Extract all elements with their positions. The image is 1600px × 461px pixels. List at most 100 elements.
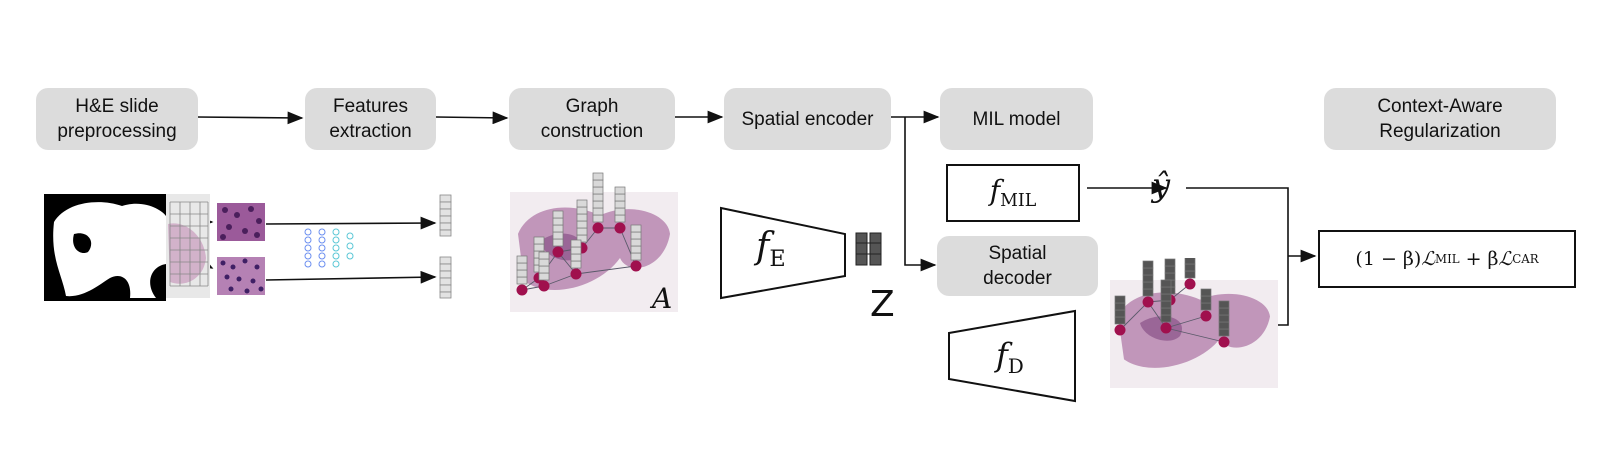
graph-stage-box: Graph construction	[509, 88, 675, 150]
car-stage-label: Context-Aware Regularization	[1377, 96, 1503, 142]
graph-feature-cell	[630, 224, 642, 233]
graph-graph-node	[570, 268, 582, 280]
decoder-stage-box: Spatial decoder	[937, 236, 1098, 296]
graph-feature-cell	[538, 251, 550, 260]
f-d-label: fD	[996, 336, 1024, 378]
graph-feature-cell	[552, 231, 564, 240]
graph-feature-cell	[552, 210, 564, 219]
graph-graph-node	[538, 280, 550, 292]
adjacency-label: A	[652, 282, 673, 315]
graph-feature-cell	[570, 253, 582, 262]
preprocessing-stage-label: H&E slide preprocessing	[57, 96, 177, 142]
recon-feature-cell	[1142, 288, 1154, 297]
graph-graph-node	[552, 246, 564, 258]
graph-feature-cell	[516, 255, 528, 264]
recon-feature-cell	[1218, 328, 1230, 337]
recon-feature-cell	[1184, 270, 1196, 279]
recon-graph-node	[1114, 324, 1126, 336]
graph-feature-cell	[630, 245, 642, 254]
graph-slide-drawing	[510, 172, 678, 312]
recon-feature-cell	[1184, 263, 1196, 272]
graph-feature-cell	[592, 207, 604, 216]
recon-feature-cell	[1160, 286, 1172, 295]
graph-feature-cell	[614, 200, 626, 209]
graph-feature-cell	[538, 258, 550, 267]
recon-feature-cell	[1164, 265, 1176, 274]
encoder-stage-box: Spatial encoder	[724, 88, 891, 150]
recon-feature-cell	[1218, 314, 1230, 323]
recon-feature-cell	[1114, 302, 1126, 311]
decoder-trapezoid	[948, 309, 1076, 403]
recon-feature-cell	[1218, 307, 1230, 316]
latent-blocks	[855, 232, 882, 266]
graph-feature-cell	[552, 217, 564, 226]
features-stage-box: Features extraction	[305, 88, 436, 150]
recon-feature-cell	[1200, 288, 1212, 297]
reconstruction-slide-drawing	[1110, 242, 1278, 388]
graph-feature-cell	[552, 238, 564, 247]
f-e-subscript: E	[769, 245, 786, 272]
graph-feature-cell	[592, 186, 604, 195]
recon-feature-cell	[1142, 267, 1154, 276]
graph-feature-cell	[576, 199, 588, 208]
loss-car-subscript: CAR	[1512, 252, 1539, 266]
recon-feature-cell	[1160, 293, 1172, 302]
recon-feature-cell	[1142, 260, 1154, 269]
graph-graph-node	[516, 284, 528, 296]
recon-feature-cell	[1142, 274, 1154, 283]
tissue-patch-bottom	[217, 257, 265, 295]
decoder-stage-label: Spatial decoder	[983, 243, 1052, 289]
graph-feature-cell	[630, 252, 642, 261]
recon-feature-cell	[1114, 316, 1126, 325]
graph-feature-cell	[592, 193, 604, 202]
graph-feature-cell	[576, 213, 588, 222]
recon-graph-node	[1184, 278, 1196, 290]
reconstruction-slide-image	[1110, 242, 1278, 388]
graph-feature-cell	[538, 272, 550, 281]
recon-feature-cell	[1142, 281, 1154, 290]
graph-feature-cell	[630, 238, 642, 247]
graph-feature-cell	[516, 269, 528, 278]
graph-feature-cell	[538, 265, 550, 274]
f-mil-subscript: MIL	[1000, 191, 1037, 212]
feature-extractor-network-icon	[304, 228, 354, 268]
graph-feature-cell	[516, 262, 528, 271]
prediction-y-hat: ŷ	[1152, 166, 1171, 204]
graph-feature-cell	[576, 220, 588, 229]
graph-feature-cell	[570, 246, 582, 255]
graph-graph-node	[630, 260, 642, 272]
recon-feature-cell	[1160, 314, 1172, 323]
mil-stage-box: MIL model	[940, 88, 1093, 150]
f-e-base: f	[756, 226, 770, 267]
graph-feature-cell	[592, 172, 604, 181]
recon-graph-edge	[1119, 301, 1149, 331]
graph-graph-node	[592, 222, 604, 234]
graph-graph-node	[614, 222, 626, 234]
graph-feature-cell	[614, 193, 626, 202]
graph-slide-image	[510, 170, 678, 312]
graph-graph-edge	[575, 265, 637, 275]
graph-feature-cell	[630, 231, 642, 240]
encoder-trapezoid	[720, 206, 846, 300]
recon-feature-cell	[1160, 300, 1172, 309]
graph-feature-cell	[516, 276, 528, 285]
recon-feature-cell	[1200, 302, 1212, 311]
graph-feature-cell	[592, 214, 604, 223]
mil-stage-label: MIL model	[972, 108, 1061, 130]
graph-feature-cell	[614, 207, 626, 216]
loss-mil-subscript: MIL	[1435, 252, 1460, 266]
recon-graph-node	[1142, 296, 1154, 308]
loss-plus-term: + β	[1459, 248, 1499, 270]
features-stage-label: Features extraction	[329, 96, 412, 142]
graph-feature-cell	[576, 227, 588, 236]
f-e-label: fE	[756, 226, 786, 272]
recon-graph-node	[1200, 310, 1212, 322]
graph-feature-cell	[614, 186, 626, 195]
graph-feature-cell	[576, 206, 588, 215]
graph-feature-cell	[592, 179, 604, 188]
graph-stage-label: Graph construction	[540, 96, 644, 142]
recon-feature-cell	[1184, 256, 1196, 265]
recon-graph-node	[1160, 322, 1172, 334]
